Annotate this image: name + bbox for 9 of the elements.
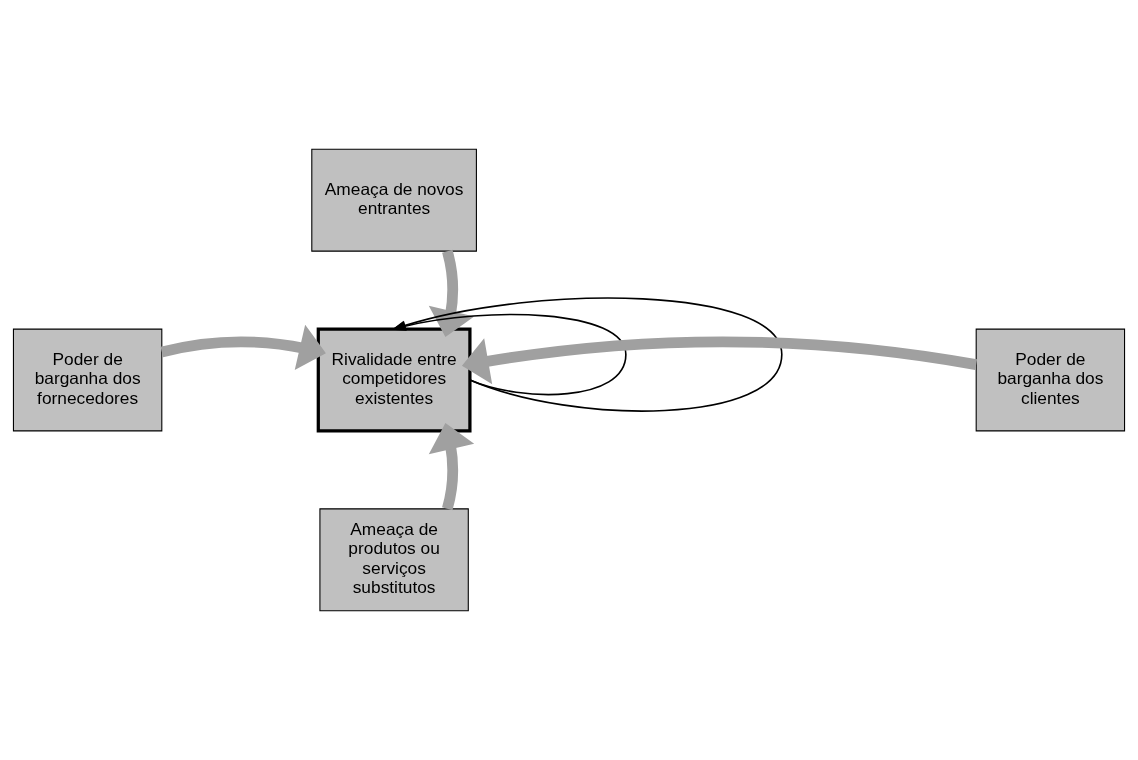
node-box: Poder de barganha dos fornecedores (12, 328, 163, 432)
node-box: Ameaça de novos entrantes (311, 148, 477, 252)
node-box: Rivalidade entre competidores existentes (316, 327, 472, 433)
arrow (428, 423, 475, 511)
arrow (461, 336, 978, 385)
node-box: Ameaça de produtos ou serviços substitutos (319, 508, 469, 612)
arrow (428, 249, 475, 338)
node-box: Poder de barganha dos clientes (975, 328, 1126, 432)
arrow (160, 324, 326, 371)
